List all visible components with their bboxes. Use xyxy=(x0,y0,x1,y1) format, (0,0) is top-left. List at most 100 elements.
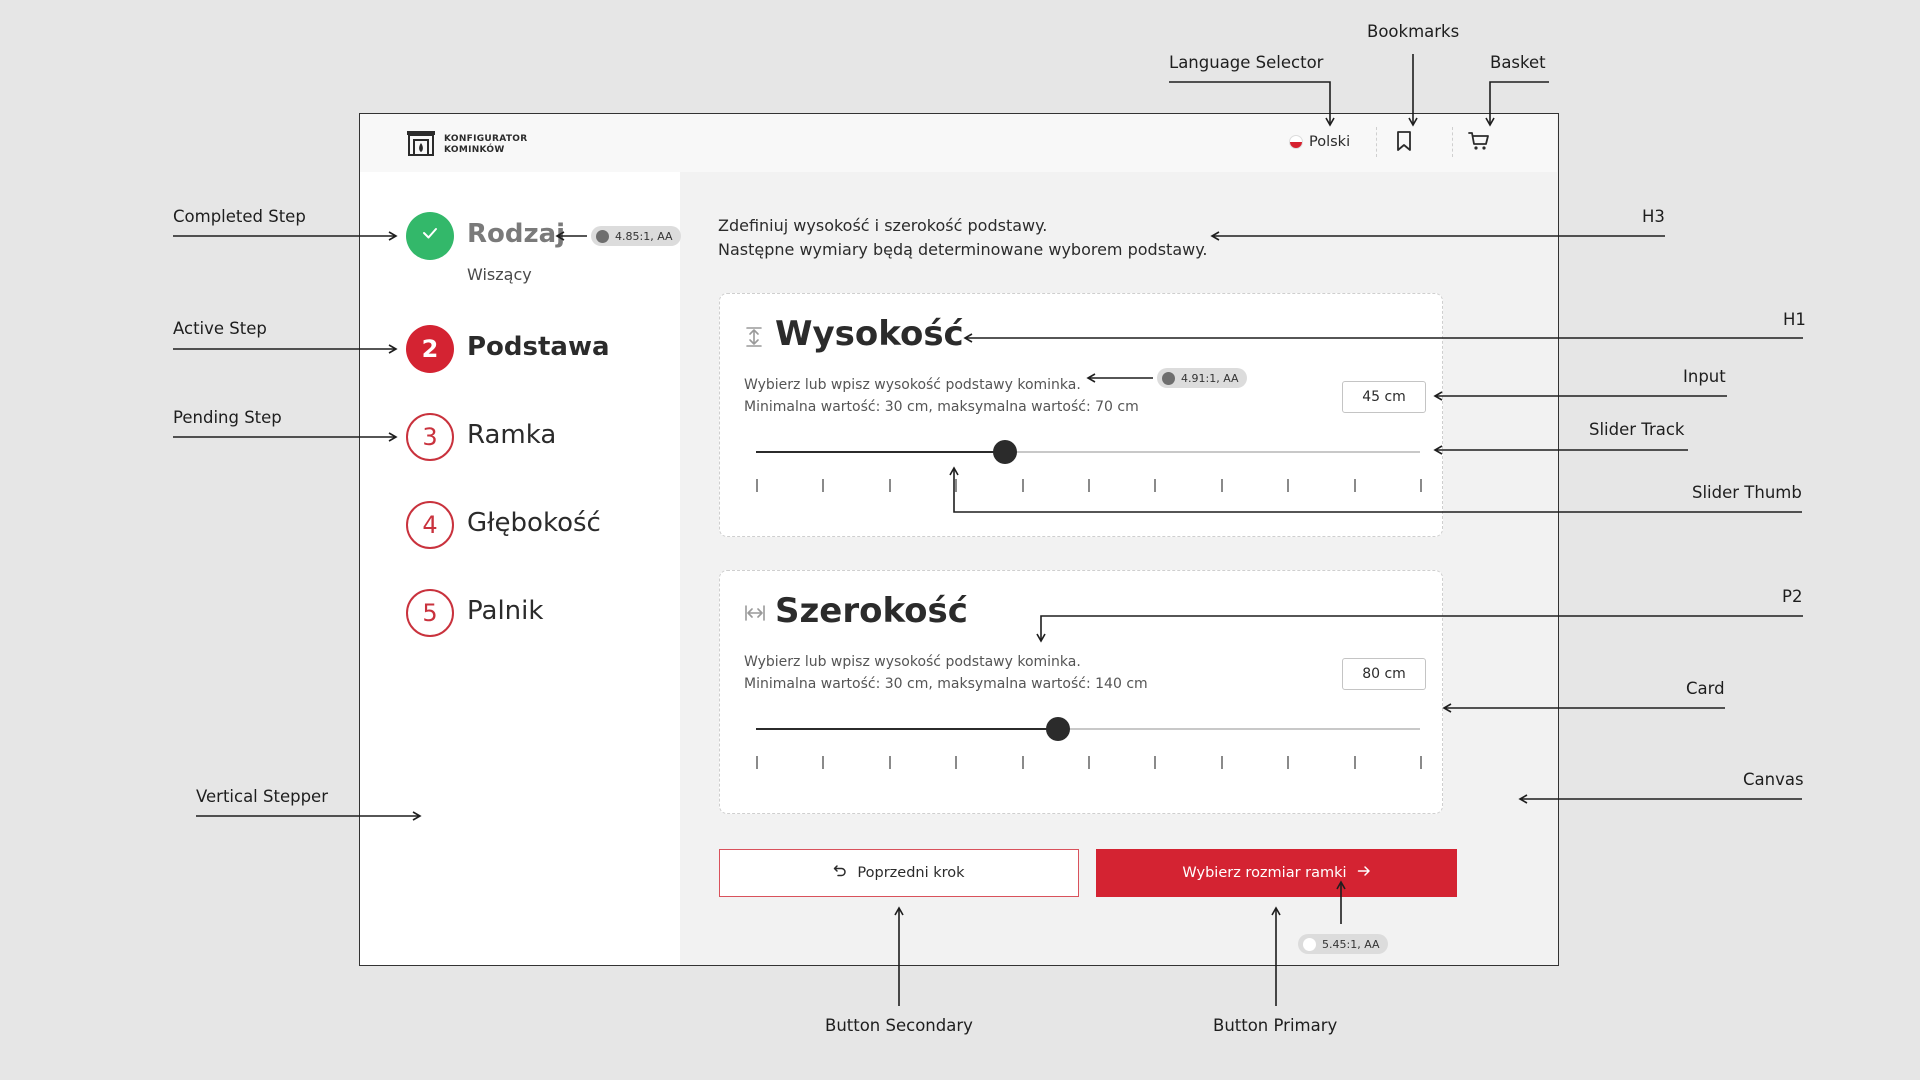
annotation-basket: Basket xyxy=(1490,53,1546,72)
annotation-vertical-stepper: Vertical Stepper xyxy=(196,787,328,806)
step-pending-indicator: 5 xyxy=(406,589,454,637)
height-description: Wybierz lub wpisz wysokość podstawy komi… xyxy=(744,374,1139,418)
header-divider xyxy=(1452,127,1453,157)
slider-track-fill xyxy=(756,728,1058,730)
slider-tick xyxy=(1088,479,1090,492)
annotation-slider-track: Slider Track xyxy=(1589,420,1685,439)
slider-thumb[interactable] xyxy=(993,440,1017,464)
logo-line-1: KONFIGURATOR xyxy=(444,134,528,144)
contrast-value: 4.85:1, AA xyxy=(615,229,673,243)
slider-tick xyxy=(889,479,891,492)
step-4-label: Głębokość xyxy=(467,508,601,538)
previous-step-button[interactable]: Poprzedni krok xyxy=(719,849,1079,897)
height-slider[interactable] xyxy=(756,440,1420,464)
slider-track[interactable] xyxy=(756,451,1420,453)
step-active-indicator: 2 xyxy=(406,325,454,373)
slider-tick xyxy=(756,756,758,769)
slider-thumb[interactable] xyxy=(1046,717,1070,741)
slider-tick xyxy=(1354,756,1356,769)
step-completed-indicator xyxy=(406,212,454,260)
annotation-pending-step: Pending Step xyxy=(173,408,282,427)
basket-button[interactable] xyxy=(1465,129,1493,157)
annotation-button-secondary: Button Secondary xyxy=(825,1016,973,1035)
step-1-label: Rodzaj xyxy=(467,219,566,249)
annotation-slider-thumb: Slider Thumb xyxy=(1692,483,1802,502)
slider-track-fill xyxy=(756,451,1005,453)
header-divider xyxy=(1376,127,1377,157)
poland-flag-icon xyxy=(1289,135,1303,149)
app-window: KONFIGURATOR KOMINKÓW Polski xyxy=(359,113,1559,966)
contrast-value: 5.45:1, AA xyxy=(1322,937,1380,951)
height-card: Wysokość Wybierz lub wpisz wysokość pods… xyxy=(719,293,1443,537)
width-input[interactable]: 80 cm xyxy=(1342,658,1426,690)
annotation-bookmarks: Bookmarks xyxy=(1367,22,1460,41)
slider-tick xyxy=(756,479,758,492)
annotation-active-step: Active Step xyxy=(173,319,267,338)
slider-tick xyxy=(1154,479,1156,492)
language-label: Polski xyxy=(1309,134,1351,150)
annotation-h3: H3 xyxy=(1642,207,1665,226)
annotation-p2: P2 xyxy=(1782,587,1803,606)
slider-tick xyxy=(889,756,891,769)
slider-tick xyxy=(1287,756,1289,769)
slider-tick xyxy=(822,479,824,492)
height-title: Wysokość xyxy=(775,314,964,354)
slider-tick xyxy=(1221,479,1223,492)
annotation-canvas: Canvas xyxy=(1743,770,1804,789)
slider-track[interactable] xyxy=(756,728,1420,730)
check-icon xyxy=(419,222,441,250)
annotation-input: Input xyxy=(1683,367,1726,386)
annotation-h1: H1 xyxy=(1783,310,1806,329)
step-3-label: Ramka xyxy=(467,420,557,450)
width-description: Wybierz lub wpisz wysokość podstawy komi… xyxy=(744,651,1148,695)
width-slider-ticks xyxy=(756,756,1422,770)
width-card: Szerokość Wybierz lub wpisz wysokość pod… xyxy=(719,570,1443,814)
contrast-dot xyxy=(1303,937,1316,951)
vertical-stepper: Rodzaj Wiszący 2 Podstawa 3 Ramka 4 Głęb… xyxy=(360,172,680,965)
vertical-resize-icon xyxy=(744,326,764,352)
contrast-badge: 4.91:1, AA xyxy=(1157,368,1247,388)
next-step-label: Wybierz rozmiar ramki xyxy=(1182,865,1347,881)
language-selector[interactable]: Polski xyxy=(1289,134,1350,150)
bookmark-icon xyxy=(1394,130,1414,156)
next-step-button[interactable]: Wybierz rozmiar ramki xyxy=(1096,849,1457,897)
contrast-dot xyxy=(1162,371,1175,385)
slider-tick xyxy=(1221,756,1223,769)
slider-tick xyxy=(1420,479,1422,492)
step-pending-indicator: 4 xyxy=(406,501,454,549)
contrast-dot xyxy=(596,229,609,243)
annotation-language-selector: Language Selector xyxy=(1169,53,1324,72)
slider-tick xyxy=(1354,479,1356,492)
bookmarks-button[interactable] xyxy=(1390,129,1418,157)
step-pending-indicator: 3 xyxy=(406,413,454,461)
slider-tick xyxy=(1154,756,1156,769)
step-2-label: Podstawa xyxy=(467,332,610,362)
height-input[interactable]: 45 cm xyxy=(1342,381,1426,413)
slider-tick xyxy=(1022,479,1024,492)
step-5-label: Palnik xyxy=(467,596,544,626)
annotation-card: Card xyxy=(1686,679,1725,698)
width-desc-line-2: Minimalna wartość: 30 cm, maksymalna war… xyxy=(744,676,1148,692)
height-slider-ticks xyxy=(756,479,1422,493)
height-desc-line-2: Minimalna wartość: 30 cm, maksymalna war… xyxy=(744,399,1139,415)
slider-tick xyxy=(822,756,824,769)
step-1-sublabel: Wiszący xyxy=(467,265,532,284)
section-heading: Zdefiniuj wysokość i szerokość podstawy.… xyxy=(718,214,1207,262)
slider-tick xyxy=(1088,756,1090,769)
previous-step-label: Poprzedni krok xyxy=(857,865,965,881)
logo-line-2: KOMINKÓW xyxy=(444,145,505,155)
width-slider[interactable] xyxy=(756,717,1420,741)
top-bar: KONFIGURATOR KOMINKÓW Polski xyxy=(360,114,1557,172)
heading-line-1: Zdefiniuj wysokość i szerokość podstawy. xyxy=(718,216,1048,235)
logo[interactable]: KONFIGURATOR KOMINKÓW xyxy=(406,130,527,160)
heading-line-2: Następne wymiary będą determinowane wybo… xyxy=(718,240,1208,259)
fireplace-logo-icon xyxy=(406,130,436,160)
width-title: Szerokość xyxy=(775,591,968,631)
slider-tick xyxy=(1287,479,1289,492)
contrast-badge: 5.45:1, AA xyxy=(1298,934,1388,954)
undo-icon xyxy=(833,864,847,882)
contrast-value: 4.91:1, AA xyxy=(1181,371,1239,385)
contrast-badge: 4.85:1, AA xyxy=(591,226,681,246)
annotation-completed-step: Completed Step xyxy=(173,207,306,226)
slider-tick xyxy=(1022,756,1024,769)
